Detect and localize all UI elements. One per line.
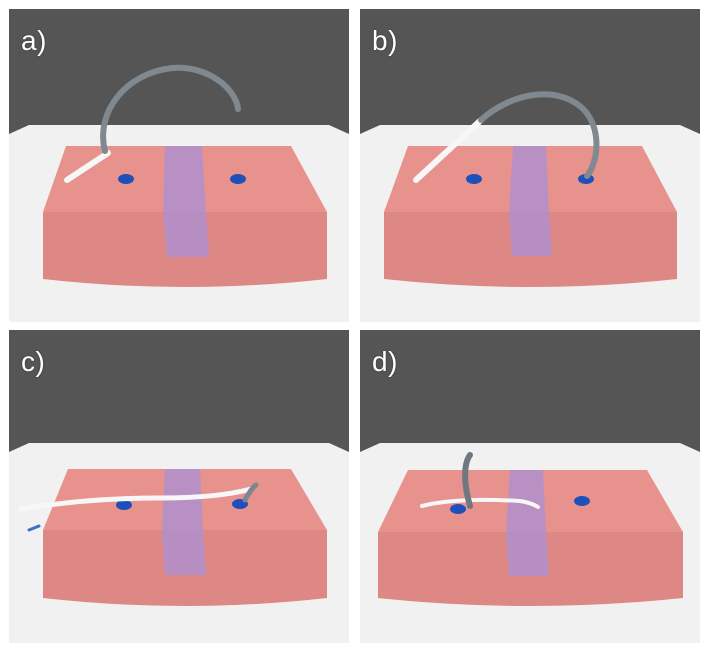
panel-label: a) xyxy=(21,25,47,56)
panel-label: d) xyxy=(372,346,398,377)
thread-tail xyxy=(27,524,41,532)
suture-marker-right xyxy=(230,174,246,184)
surgical-needle xyxy=(478,91,600,179)
suture-marker-right xyxy=(574,496,590,506)
scene-d xyxy=(360,443,700,643)
panel-d: d) xyxy=(360,330,700,643)
surgical-needle xyxy=(100,64,241,154)
suture-thread xyxy=(420,497,540,509)
suture-marker-left xyxy=(118,174,134,184)
panel-b: b) xyxy=(360,9,700,322)
scene-b xyxy=(360,91,700,322)
surgical-needle xyxy=(242,482,259,503)
panel-label: c) xyxy=(21,346,46,377)
surgical-needle xyxy=(462,452,473,509)
scene-c xyxy=(9,443,349,643)
wound-band xyxy=(162,469,206,575)
panel-c: c) xyxy=(9,330,349,643)
suture-thread xyxy=(64,150,111,183)
suture-thread xyxy=(413,117,484,183)
wound-band xyxy=(506,470,549,576)
wound-band xyxy=(509,146,552,256)
scene-a xyxy=(9,64,349,322)
wound-band xyxy=(163,146,209,257)
suture-marker-left xyxy=(466,174,482,184)
suture-marker-left xyxy=(116,500,132,510)
suture-thread xyxy=(18,486,254,512)
panel-label: b) xyxy=(372,25,398,56)
panel-a: a) xyxy=(9,9,349,322)
suture-marker-left xyxy=(450,504,466,514)
